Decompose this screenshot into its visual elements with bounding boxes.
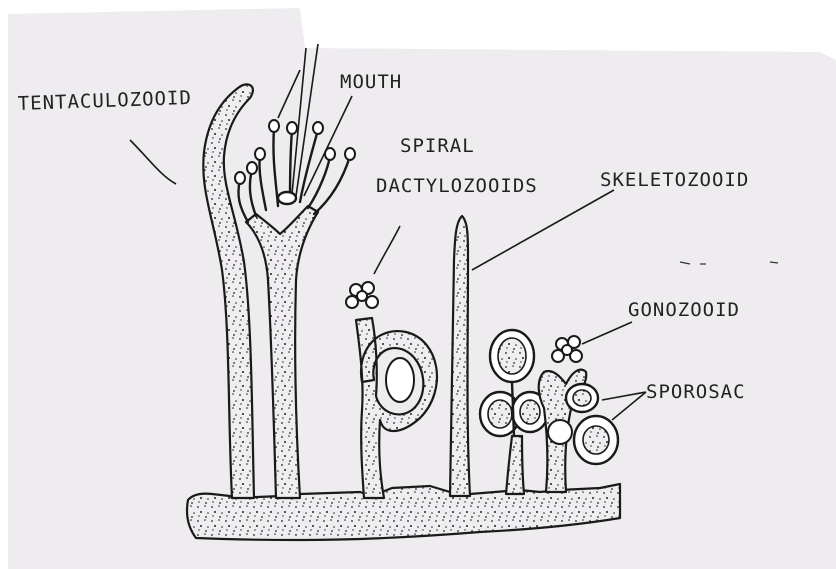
label-dactylozooids: DACTYLOZOOIDS bbox=[376, 175, 538, 197]
label-skeletozooid: SKELETOZOOID bbox=[600, 169, 749, 191]
label-gonozooid: GONOZOOID bbox=[628, 299, 740, 321]
label-spiral: SPIRAL bbox=[400, 135, 475, 157]
skeletozooid bbox=[450, 216, 470, 496]
mouth-opening bbox=[278, 192, 296, 204]
label-mouth: MOUTH bbox=[340, 71, 402, 93]
paper-left-margin bbox=[0, 0, 8, 569]
label-sporosac: SPOROSAC bbox=[646, 381, 746, 403]
spiral-inner-loop bbox=[386, 358, 414, 402]
